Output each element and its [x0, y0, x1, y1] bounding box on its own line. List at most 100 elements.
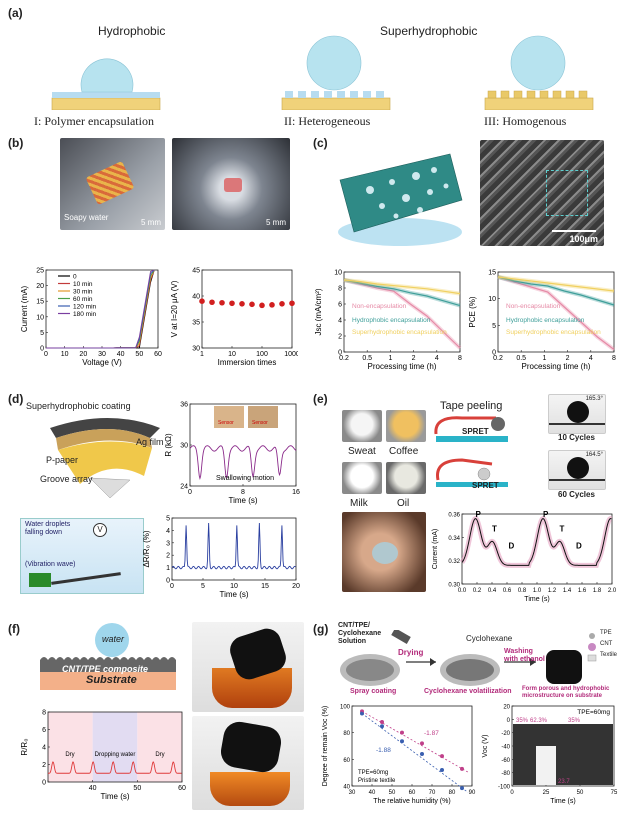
legend-pristine-label: Pristine textile — [358, 778, 396, 784]
y-tick-label: 4 — [166, 528, 170, 535]
x-tick-label: 1.8 — [593, 588, 602, 594]
drop-label: 23.7 — [558, 779, 570, 785]
fabrication-schematic — [340, 630, 597, 686]
inset-sensor-label-2: Sensor — [252, 420, 268, 426]
data-point — [279, 301, 285, 307]
pillars-ii — [285, 91, 384, 98]
x-tick-label: 40 — [89, 785, 97, 792]
iv-curve — [45, 269, 155, 349]
data-point — [269, 302, 275, 308]
rh-label-1: 35% — [516, 718, 529, 724]
y-tick-label: -60 — [501, 758, 510, 764]
inset-photo-1 — [214, 406, 244, 428]
milk-drop-photo — [342, 462, 382, 494]
x-tick-label: 1.2 — [548, 588, 557, 594]
substrate-ii — [281, 97, 391, 110]
x-tick-label: 2 — [566, 355, 570, 362]
bubbles-photo: 5 mm — [172, 138, 290, 230]
y-tick-label: 0 — [507, 718, 511, 724]
region-label: Dry — [155, 752, 164, 758]
inset-photo-2 — [248, 406, 278, 428]
spret-label-2: SPRET — [472, 481, 499, 490]
y-tick-label: 10 — [334, 270, 342, 277]
y-axis-label: Current (mA) — [432, 529, 439, 569]
oil-drop-photo — [386, 462, 426, 494]
data-point — [249, 301, 255, 308]
y-tick-label: 0.34 — [448, 536, 460, 542]
y-axis-label: R (kΩ) — [164, 433, 173, 457]
x-tick-label: 100 — [256, 351, 268, 358]
x-tick-label: 8 — [458, 355, 462, 362]
solution-label: CNT/TPE/ Cyclohexane Solution — [338, 622, 382, 645]
legend-label: Superhydrophobic encapsulation — [352, 329, 447, 336]
sensor-beam — [51, 572, 121, 585]
x-axis-label: Immersion times — [218, 358, 277, 367]
y-axis-label: Voc (V) — [482, 735, 489, 758]
scale-bar-label-1: 5 mm — [141, 218, 161, 227]
y-tick-label: 24 — [180, 484, 188, 491]
x-tick-label: 30 — [349, 790, 356, 796]
sensor-structure-diagram — [50, 418, 160, 499]
plot-frame — [201, 269, 293, 349]
cycles-label-1: 10 Cycles — [558, 433, 595, 442]
slope-label-tpe: -1.87 — [424, 730, 439, 737]
scale-bar-label-2: 5 mm — [266, 218, 286, 227]
y-tick-label: 15 — [488, 270, 496, 277]
baseline-1 — [549, 423, 605, 425]
legend-label: 30 min — [73, 289, 93, 296]
data-point — [239, 301, 245, 307]
x-tick-label: 4 — [435, 355, 439, 362]
label-ag-film: Ag film — [136, 437, 164, 447]
y-tick-label: 0 — [492, 350, 496, 357]
x-tick-label: 10 — [230, 583, 238, 590]
x-tick-label: 30 — [98, 351, 106, 358]
droplet-silhouette-1 — [567, 401, 589, 423]
label-superhydrophobic-coating: Superhydrophobic coating — [26, 401, 131, 411]
contact-angle-10: 165.3° — [548, 394, 606, 434]
step-form: Form porous and hydrophobic microstructu… — [522, 686, 610, 699]
droplet-iii — [510, 35, 566, 91]
panel-f-letter: (f) — [8, 622, 20, 636]
x-tick-label: 1.0 — [533, 588, 542, 594]
y-axis-label: R/R₀ — [20, 738, 29, 755]
voc-fill — [513, 724, 613, 785]
x-tick-label: 40 — [117, 351, 125, 358]
x-axis-label: Voltage (V) — [82, 358, 122, 367]
x-tick-label: 0 — [44, 351, 48, 358]
legend-label: Hydrophobic encapsulation — [506, 317, 585, 324]
droplet-i — [80, 58, 134, 93]
baseline-2 — [549, 479, 605, 481]
y-tick-label: 0 — [166, 578, 170, 585]
legend-label: 180 min — [73, 311, 97, 318]
x-tick-label: 75 — [611, 790, 618, 796]
y-tick-label: -20 — [501, 731, 510, 737]
encapsulated-film-render — [338, 153, 463, 246]
panel-b-letter: (b) — [8, 136, 24, 150]
legend-label: Non-encapsulation — [506, 303, 561, 310]
y-tick-label: 0.32 — [448, 559, 460, 565]
x-tick-label: 0.5 — [516, 355, 526, 362]
panel-a-letter: (a) — [8, 6, 23, 20]
plot-frame — [343, 271, 461, 353]
vibration-wave-label: (Vibration wave) — [25, 561, 76, 568]
legend-label: Superhydrophobic encapsulation — [506, 329, 601, 336]
composite-label: CNT/TPE composite — [62, 664, 149, 674]
sem-scale-bar — [552, 230, 596, 232]
washing-label: Washing with ethanol — [504, 648, 545, 663]
x-tick-label: 25 — [543, 790, 550, 796]
x-tick-label: 1 — [542, 355, 546, 362]
y-tick-label: 20 — [503, 705, 510, 711]
x-tick-label: 90 — [469, 790, 476, 796]
soapy-water-photo: Soapy water 5 mm — [60, 138, 165, 230]
x-tick-label: 60 — [154, 351, 162, 358]
legend-tpe-label: TPE=60mg — [358, 770, 388, 776]
polymer-layer — [52, 92, 160, 98]
x-tick-label: 80 — [449, 790, 456, 796]
x-tick-label: 40 — [369, 790, 376, 796]
fit-line-tpe — [361, 710, 469, 773]
y-tick-label: 8 — [42, 710, 46, 717]
x-axis-label: Time (s) — [524, 596, 549, 603]
milk-label: Milk — [350, 498, 368, 509]
y-tick-label: 5 — [40, 330, 44, 337]
